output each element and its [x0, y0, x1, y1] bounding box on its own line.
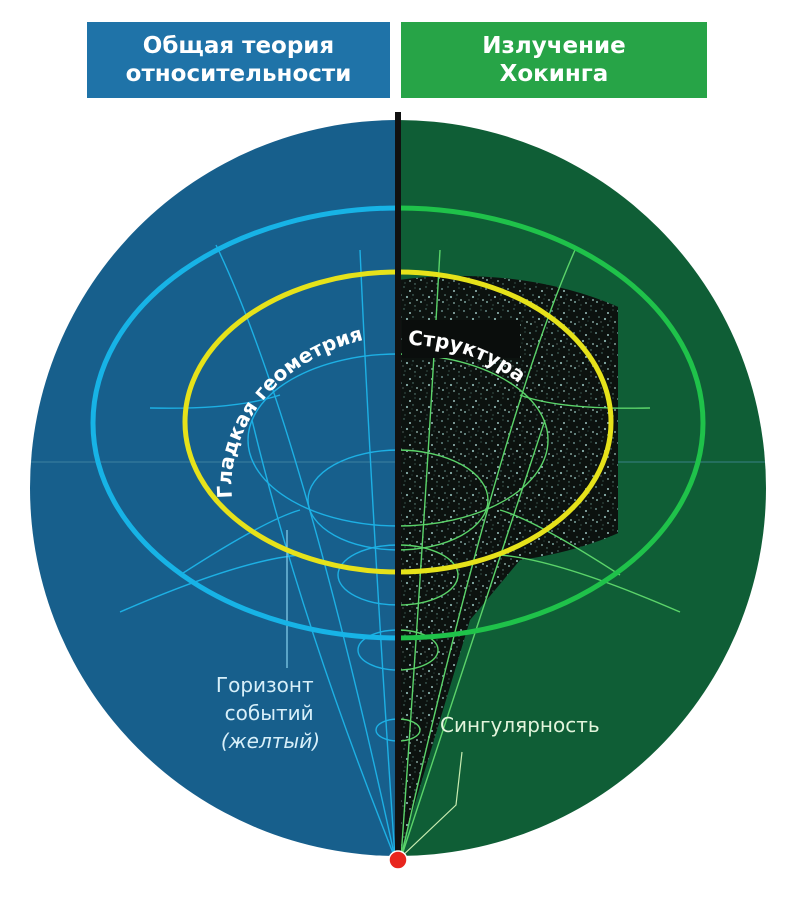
header-left-line1: Общая теория	[142, 33, 335, 59]
singularity-pointer-line	[398, 751, 463, 861]
grid-ring-right-4	[398, 629, 439, 671]
singularity-point	[388, 850, 408, 870]
structure-label-bg	[402, 320, 520, 358]
grid-ring-left-2	[307, 449, 398, 551]
header-right-line2: Хокинга	[499, 61, 609, 87]
grid-radial-left-2	[359, 249, 396, 859]
grid-ring-right-5	[398, 718, 421, 742]
grid-radial-left-3	[149, 394, 281, 409]
grid-radial-right-1	[400, 249, 576, 859]
horizon-label: Горизонт событий (желтый)	[216, 673, 320, 753]
header-left-line2: относительности	[125, 61, 352, 87]
grid-ring-left-1	[247, 353, 398, 527]
grid-ring-right-1	[398, 353, 549, 527]
grid-ring-right-2	[398, 449, 489, 551]
horizon-label-line1: Горизонт	[216, 673, 314, 697]
horizon-label-line3: (желтый)	[221, 729, 320, 753]
outer-ring	[90, 205, 706, 641]
grid-radial-right-5	[499, 554, 681, 613]
header-hawking-radiation: Излучение Хокинга	[401, 22, 707, 98]
horizon-label-line2: событий	[225, 701, 314, 725]
header-right-line1: Излучение	[482, 33, 626, 59]
grid-ring-left-5	[375, 718, 398, 742]
grid-ring-right-3	[398, 544, 459, 606]
grid-radial-left-5	[119, 554, 301, 613]
header-general-relativity: Общая теория относительности	[87, 22, 390, 98]
outer-ring-left	[90, 205, 398, 641]
spacetime-grid-left	[119, 244, 398, 859]
grid-ring-left-4	[357, 629, 398, 671]
grid-ring-left-3	[337, 544, 398, 606]
singularity-label: Сингулярность	[440, 713, 600, 737]
outer-ring-right	[398, 205, 706, 641]
spacetime-grid-right	[398, 249, 681, 861]
grid-radial-left-1	[215, 244, 396, 859]
disc-left-half	[30, 120, 398, 856]
